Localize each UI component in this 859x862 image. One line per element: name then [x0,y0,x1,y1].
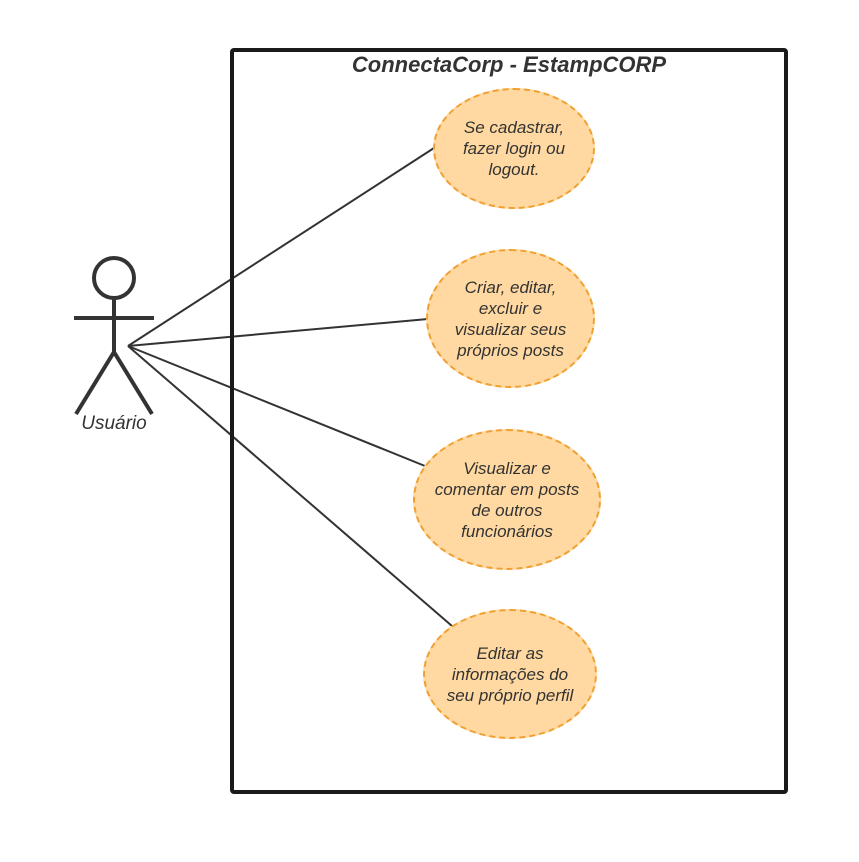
association-line-3 [127,345,426,467]
association-line-4 [127,345,453,627]
association-line-1 [127,147,435,347]
use-case-label: Se cadastrar, fazer login ou logout. [462,118,566,179]
use-case-label: Visualizar e comentar em posts de outros… [434,458,580,541]
use-case-view-comment-posts: Visualizar e comentar em posts de outros… [413,429,601,570]
use-case-manage-posts: Criar, editar, excluir e visualizar seus… [426,249,595,388]
actor-head [92,256,136,300]
use-case-label: Criar, editar, excluir e visualizar seus… [454,277,567,360]
actor-right-leg [112,350,154,416]
actor-label: Usuário [81,413,147,434]
system-boundary [230,48,788,794]
association-line-2 [127,318,429,347]
actor-left-leg [74,350,116,416]
use-case-edit-profile: Editar as informações do seu próprio per… [423,609,597,739]
system-title: ConnectaCorp - EstampCORP [351,52,667,77]
use-case-register-login: Se cadastrar, fazer login ou logout. [433,88,595,209]
use-case-label: Editar as informações do seu próprio per… [446,643,574,705]
actor-figure [74,256,154,416]
